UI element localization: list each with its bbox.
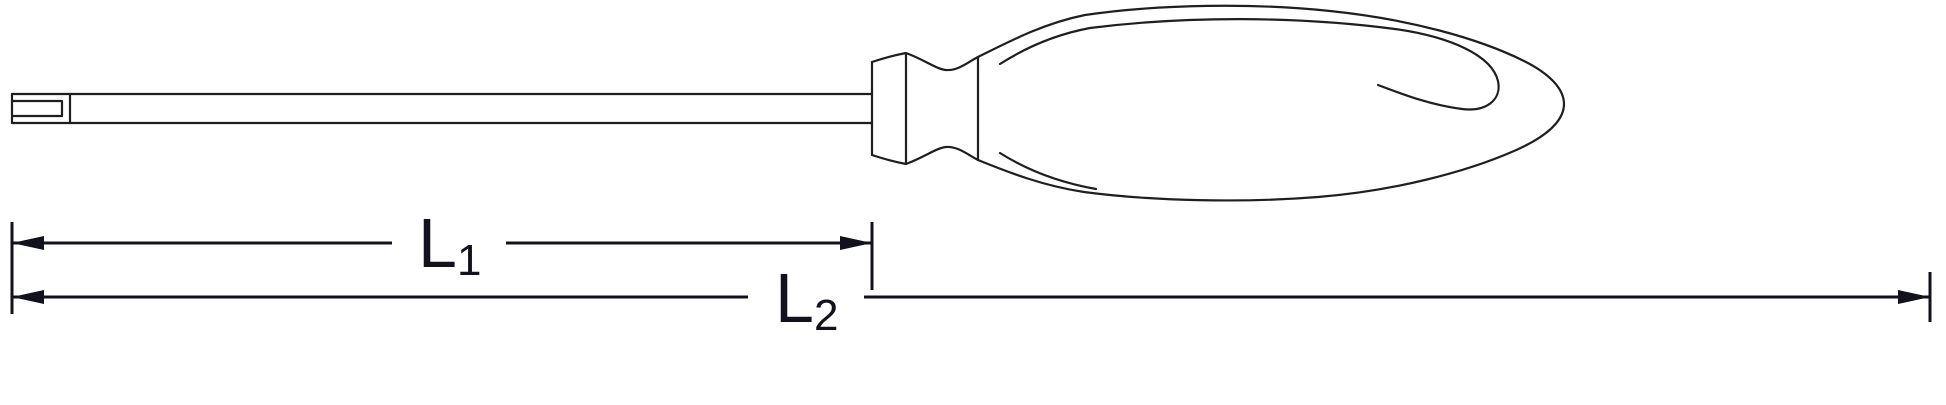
shaft	[10, 92, 874, 125]
dimension-label-l1: L1	[418, 204, 481, 285]
ferrule	[870, 51, 980, 166]
arrowhead-left-icon	[12, 290, 44, 304]
dimension-l2: L2	[12, 259, 1930, 340]
arrowhead-right-icon	[840, 236, 872, 250]
dimension-l1: L1	[12, 204, 872, 285]
dimension-annotations: L1 L2	[10, 204, 1932, 340]
screwdriver-drawing	[10, 4, 1566, 202]
arrowhead-left-icon	[12, 236, 44, 250]
blade-tip	[10, 92, 72, 125]
dimension-label-l2: L2	[775, 259, 838, 340]
handle	[976, 4, 1566, 202]
handle-inner-contour	[998, 18, 1500, 191]
arrowhead-right-icon	[1898, 290, 1930, 304]
